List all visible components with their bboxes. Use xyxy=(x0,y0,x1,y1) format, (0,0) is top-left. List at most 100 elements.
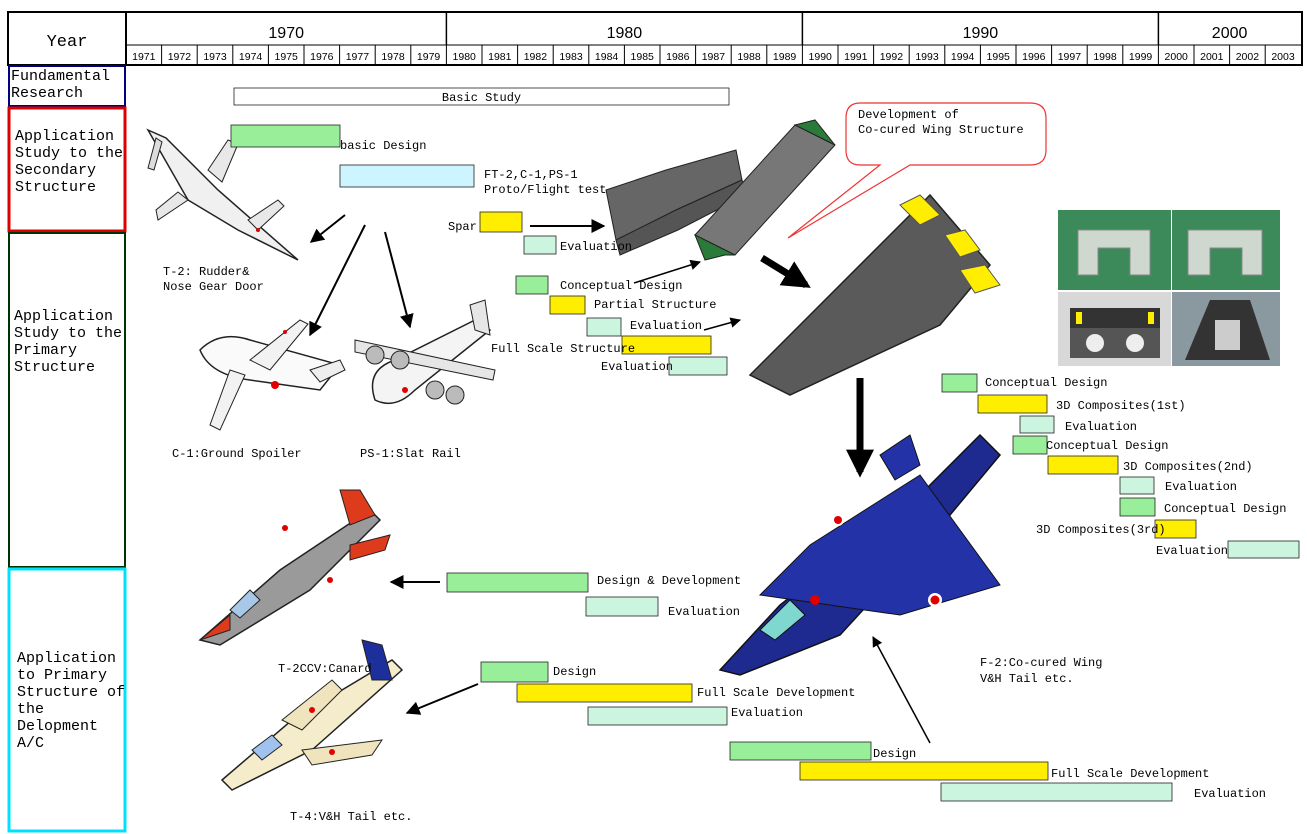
3d-conceptual-2-label: Conceptual Design xyxy=(1046,439,1168,453)
3d-eval-1-label: Evaluation xyxy=(1065,420,1137,434)
year-cell-1974: 1974 xyxy=(239,51,263,63)
basic-study-label: Basic Study xyxy=(442,91,521,105)
year-cell-2003: 2003 xyxy=(1271,51,1295,63)
row-label-secondary: Application Study to the Secondary Struc… xyxy=(15,128,123,196)
decade-cell-2000: 2000 xyxy=(1212,25,1248,42)
caption-c1: C-1:Ground Spoiler xyxy=(172,447,302,461)
3d-eval-1-bar xyxy=(1020,416,1054,433)
basic-design-bar xyxy=(231,125,340,147)
f2-design-bar xyxy=(730,742,871,760)
f2-full-scale-label: Full Scale Development xyxy=(1051,767,1209,781)
3d-conceptual-1-label: Conceptual Design xyxy=(985,376,1107,390)
arrow-eval-to-wing xyxy=(704,320,740,330)
row-label-fundamental: Fundamental Research xyxy=(11,68,110,102)
year-cell-1985: 1985 xyxy=(631,51,655,63)
t4-design-label: Design xyxy=(553,665,596,679)
proto-flight-label-line-2: Proto/Flight test xyxy=(484,183,606,197)
conceptual-bar xyxy=(516,276,548,294)
caption-t2-line-2: Nose Gear Door xyxy=(163,280,264,294)
year-cell-1984: 1984 xyxy=(595,51,619,63)
3d-composites-2-bar xyxy=(1048,456,1118,474)
3d-composites-2-label: 3D Composites(2nd) xyxy=(1123,460,1253,474)
fittings-photo-grid xyxy=(1058,210,1280,366)
decade-cell-1970: 1970 xyxy=(268,25,304,42)
3d-conceptual-2-bar xyxy=(1013,436,1047,454)
year-cell-1996: 1996 xyxy=(1022,51,1046,63)
caption-ps1: PS-1:Slat Rail xyxy=(360,447,461,461)
arrow-to-t2 xyxy=(311,215,345,242)
svg-text:F-2:Co-cured Wing V&H T: F-2:Co-cured Wing V&H Tail etc. xyxy=(980,656,1110,686)
year-cell-1986: 1986 xyxy=(666,51,690,63)
3d-conceptual-3-label: Conceptual Design xyxy=(1164,502,1286,516)
year-cell-1981: 1981 xyxy=(488,51,512,63)
callout-line-1: Development of xyxy=(858,108,959,122)
row-frame-primary xyxy=(9,233,125,567)
year-cell-1979: 1979 xyxy=(417,51,441,63)
year-cell-1972: 1972 xyxy=(168,51,192,63)
3d-composites-1-label: 3D Composites(1st) xyxy=(1056,399,1186,413)
full-scale-eval-bar xyxy=(669,357,727,375)
ps1-aircraft-illustration xyxy=(355,300,495,404)
3d-conceptual-3-bar xyxy=(1120,498,1155,516)
full-scale-eval-label: Evaluation xyxy=(601,360,673,374)
year-cell-1992: 1992 xyxy=(880,51,904,63)
3d-eval-2-bar xyxy=(1120,477,1154,494)
3d-composites-1-bar xyxy=(978,395,1047,413)
year-cell-2001: 2001 xyxy=(1200,51,1224,63)
spar-label: Spar xyxy=(448,220,477,234)
year-cell-1971: 1971 xyxy=(132,51,156,63)
year-cell-1983: 1983 xyxy=(559,51,583,63)
year-cell-1997: 1997 xyxy=(1058,51,1082,63)
basic-design-label: basic Design xyxy=(340,139,426,153)
conceptual-label: Conceptual Design xyxy=(560,279,682,293)
year-cell-1980: 1980 xyxy=(453,51,477,63)
t2ccv-aircraft-illustration xyxy=(200,490,390,645)
fitting-photo-1 xyxy=(1058,210,1171,290)
t4-eval-label: Evaluation xyxy=(731,706,803,720)
3d-eval-3-label: Evaluation xyxy=(1156,544,1228,558)
cocured-wing-illustration xyxy=(750,195,1000,395)
arrow-design-to-f2 xyxy=(873,637,930,743)
spar-bar xyxy=(480,212,522,232)
year-cell-1982: 1982 xyxy=(524,51,548,63)
canard-eval-bar xyxy=(586,597,658,616)
year-cell-1994: 1994 xyxy=(951,51,975,63)
proto-flight-bar xyxy=(340,165,474,187)
year-cell-1988: 1988 xyxy=(737,51,761,63)
arrow-to-cocured-wing xyxy=(762,258,806,285)
caption-f2-line-2: V&H Tail etc. xyxy=(980,672,1074,686)
t4-full-scale-label: Full Scale Development xyxy=(697,686,855,700)
f2-eval-label: Evaluation xyxy=(1194,787,1266,801)
f2-design-label: Design xyxy=(873,747,916,761)
row-label-primary: Application Study to the Primary Structu… xyxy=(14,308,122,376)
year-cell-1977: 1977 xyxy=(346,51,370,63)
decade-cell-1990: 1990 xyxy=(963,25,999,42)
svg-text:T-2: Rudder& Nose Gear D: T-2: Rudder& Nose Gear Door xyxy=(163,265,264,294)
partial-eval-bar xyxy=(587,318,621,336)
f2-eval-bar xyxy=(941,783,1172,801)
t4-eval-bar xyxy=(588,707,727,725)
spar-eval-label: Evaluation xyxy=(560,240,632,254)
year-header-label: Year xyxy=(47,33,88,52)
partial-structure-label: Partial Structure xyxy=(594,298,716,312)
decade-cell-1980: 1980 xyxy=(607,25,643,42)
year-cell-1990: 1990 xyxy=(809,51,833,63)
t2-aircraft-illustration xyxy=(148,130,298,260)
year-cell-1999: 1999 xyxy=(1129,51,1153,63)
year-cell-1976: 1976 xyxy=(310,51,334,63)
year-cell-2000: 2000 xyxy=(1165,51,1189,63)
f2-full-scale-bar xyxy=(800,762,1048,780)
3d-conceptual-1-bar xyxy=(942,374,977,392)
arrow-to-ps1 xyxy=(385,232,410,327)
proto-flight-label: FT-2,C-1,PS-1 xyxy=(484,168,578,182)
caption-t4: T-4:V&H Tail etc. xyxy=(290,810,412,824)
canard-design-bar xyxy=(447,573,588,592)
3d-eval-2-label: Evaluation xyxy=(1165,480,1237,494)
row-label-development: Application to Primary Structure of the … xyxy=(17,650,125,752)
3d-composites-3-label: 3D Composites(3rd) xyxy=(1036,523,1166,537)
caption-f2-line-1: F-2:Co-cured Wing xyxy=(980,656,1102,670)
year-cell-1998: 1998 xyxy=(1093,51,1117,63)
year-cell-1978: 1978 xyxy=(381,51,405,63)
